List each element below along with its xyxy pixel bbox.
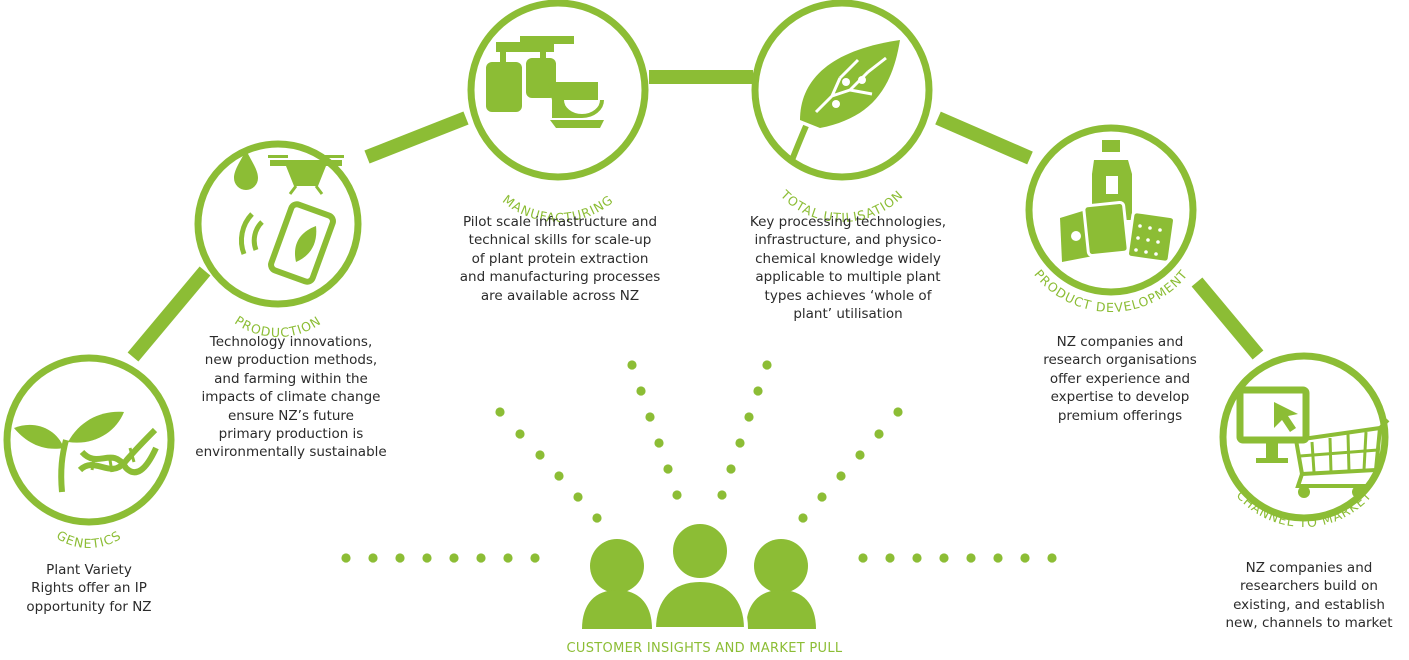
dot-ray-4-3	[422, 553, 432, 563]
dot-ray-5-4	[966, 553, 976, 563]
description-total-utilisation: Key processing technologies, infrastruct…	[749, 214, 947, 323]
dot-ray-3-0	[893, 407, 903, 417]
stage-label-genetics: GENETICS	[54, 527, 124, 551]
dot-ray-1-2	[645, 412, 655, 422]
dot-ray-0-4	[573, 492, 583, 502]
plant-dna-icon	[14, 411, 159, 493]
dot-ray-0-2	[535, 450, 545, 460]
dot-ray-2-0	[762, 360, 772, 370]
dot-ray-4-1	[368, 553, 378, 563]
dot-ray-3-5	[798, 513, 808, 523]
dot-ray-0-5	[592, 513, 602, 523]
connector-genetics-production	[127, 266, 211, 362]
connectors	[127, 70, 1264, 362]
description-genetics: Plant Variety Rights offer an IP opportu…	[26, 562, 152, 615]
dot-rays	[341, 360, 1057, 563]
description-channel-to-market: NZ companies and researchers build on ex…	[1225, 560, 1393, 632]
dot-ray-5-0	[858, 553, 868, 563]
people-group-icon	[582, 520, 816, 631]
food-products-icon	[1060, 140, 1176, 264]
connector-production-manufacturing	[364, 111, 469, 164]
cart-screen-icon	[1236, 386, 1390, 498]
dot-ray-2-1	[753, 386, 763, 396]
dot-ray-4-6	[503, 553, 513, 563]
dot-ray-0-0	[495, 407, 505, 417]
dot-ray-3-4	[817, 492, 827, 502]
drone-phone-icon	[234, 150, 344, 285]
stage-circle-manufacturing	[467, 0, 649, 181]
dot-ray-3-3	[836, 471, 846, 481]
dot-ray-1-3	[654, 438, 664, 448]
dot-ray-2-2	[744, 412, 754, 422]
dot-ray-2-4	[726, 464, 736, 474]
dot-ray-4-2	[395, 553, 405, 563]
dot-ray-5-5	[993, 553, 1003, 563]
dot-ray-0-1	[515, 429, 525, 439]
dot-ray-4-7	[530, 553, 540, 563]
dot-ray-1-1	[636, 386, 646, 396]
dot-ray-1-0	[627, 360, 637, 370]
customer-insights-caption: CUSTOMER INSIGHTS AND MARKET PULL	[566, 641, 843, 656]
dot-ray-5-7	[1047, 553, 1057, 563]
dot-ray-4-0	[341, 553, 351, 563]
description-production: Technology innovations, new production m…	[195, 334, 387, 461]
dot-ray-2-3	[735, 438, 745, 448]
dot-ray-2-5	[717, 490, 727, 500]
stage-circle-production	[194, 140, 362, 308]
stage-circle-genetics	[3, 354, 175, 526]
dot-ray-0-3	[554, 471, 564, 481]
stage-circle-product-development	[1025, 124, 1197, 296]
description-product-development: NZ companies and research organisations …	[1043, 334, 1197, 424]
dot-ray-3-1	[874, 429, 884, 439]
dot-ray-5-6	[1020, 553, 1030, 563]
dot-ray-5-1	[885, 553, 895, 563]
dot-ray-1-4	[663, 464, 673, 474]
factory-mixer-icon	[486, 36, 604, 128]
puzzle-leaf-icon	[789, 40, 900, 162]
connector-total-product	[935, 111, 1033, 165]
dot-ray-4-4	[449, 553, 459, 563]
stage-circle-total-utilisation	[751, 0, 933, 181]
dot-ray-4-5	[476, 553, 486, 563]
stage-circle-channel-to-market	[1219, 352, 1389, 522]
dot-ray-5-2	[912, 553, 922, 563]
dot-ray-1-5	[672, 490, 682, 500]
dot-ray-5-3	[939, 553, 949, 563]
description-manufacturing: Pilot scale infrastructure and technical…	[459, 214, 661, 304]
connector-product-channel	[1191, 277, 1264, 360]
dot-ray-3-2	[855, 450, 865, 460]
